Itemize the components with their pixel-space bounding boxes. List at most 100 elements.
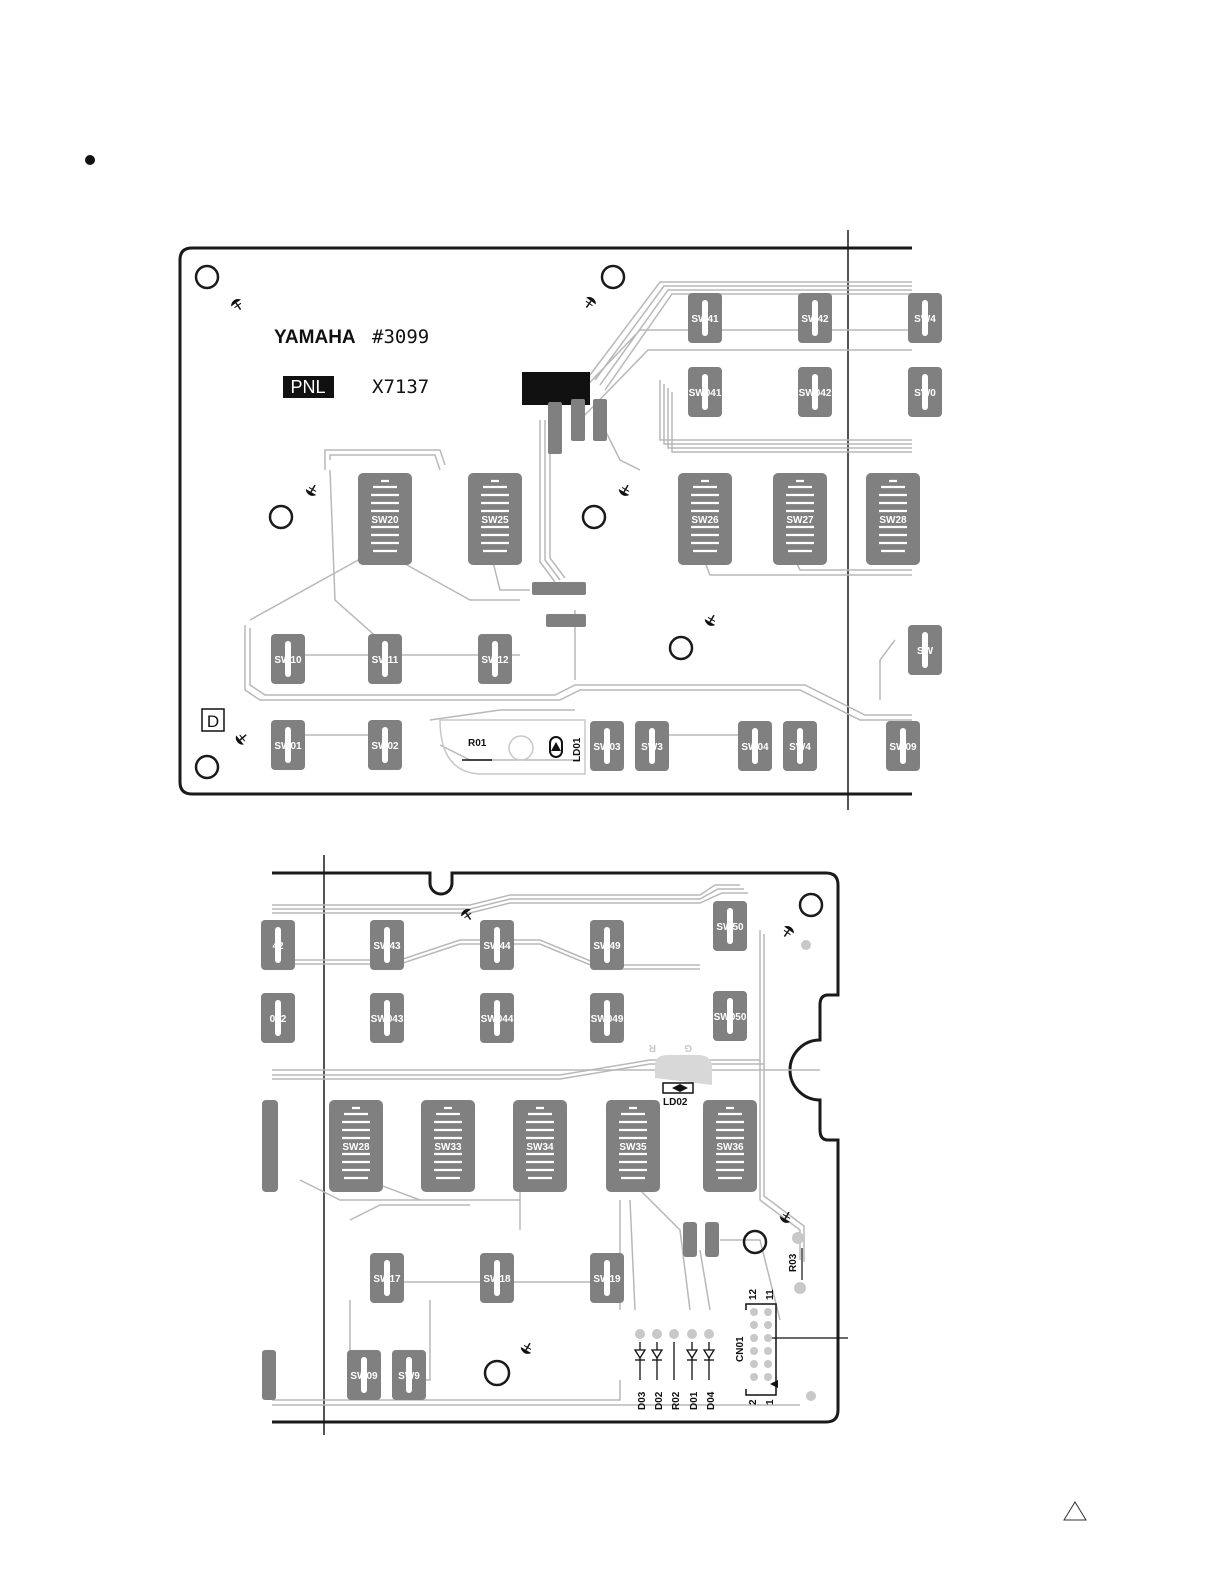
bullet-dot — [85, 155, 95, 165]
switch-pad-large: SW34 — [513, 1100, 567, 1192]
svg-text:SW35: SW35 — [619, 1142, 647, 1153]
switch-pad: SW11 — [368, 634, 402, 684]
svg-text:SW4: SW4 — [789, 742, 811, 753]
switch-pad-large: SW36 — [703, 1100, 757, 1192]
svg-text:SW4: SW4 — [914, 314, 936, 325]
diode-d02-label: D02 — [654, 1391, 665, 1410]
screw-icon — [229, 297, 245, 313]
cap-pad — [683, 1222, 697, 1257]
switch-pad-large: SW27 — [773, 473, 827, 565]
connector-pin-2-label: 2 — [748, 1399, 759, 1405]
switch-pad: SW10 — [271, 634, 305, 684]
switch-pad: SW049 — [590, 993, 624, 1043]
switch-pad: SW03 — [590, 721, 624, 771]
svg-text:SW33: SW33 — [434, 1142, 462, 1153]
led-area-outline — [440, 720, 585, 774]
svg-text:SW03: SW03 — [593, 742, 621, 753]
svg-text:SW41: SW41 — [691, 314, 719, 325]
bottom-big-switches: SW28 SW33 SW34 SW35 SW36 — [262, 1100, 757, 1192]
svg-text:SW9: SW9 — [398, 1371, 420, 1382]
svg-text:SW28: SW28 — [342, 1142, 370, 1153]
resistor-r03-label: R03 — [788, 1253, 799, 1272]
svg-text:SW04: SW04 — [741, 742, 769, 753]
svg-text:SW42: SW42 — [801, 314, 829, 325]
switch-pad: 042 — [261, 993, 295, 1043]
led-ld02-footprint — [655, 1055, 712, 1085]
switch-pad-large: SW28 — [329, 1100, 383, 1192]
switch-pad: SW04 — [738, 721, 772, 771]
svg-text:SW19: SW19 — [593, 1274, 621, 1285]
screw-icon — [234, 730, 250, 747]
switch-pad-partial — [262, 1350, 276, 1400]
svg-text:SW18: SW18 — [483, 1274, 511, 1285]
led-ld02-label: LD02 — [663, 1097, 688, 1108]
ic-pad — [593, 399, 607, 441]
board-type-label: PNL — [290, 377, 325, 397]
diode-icon — [635, 1342, 714, 1380]
svg-text:SW36: SW36 — [716, 1142, 744, 1153]
svg-text:SW042: SW042 — [799, 388, 832, 399]
cap-pad — [705, 1222, 719, 1257]
resistor-r02-label: R02 — [671, 1391, 682, 1410]
switch-pad: SW50 — [713, 901, 747, 951]
svg-text:SW02: SW02 — [371, 741, 399, 752]
svg-text:SW050: SW050 — [714, 1012, 747, 1023]
svg-text:SW27: SW27 — [786, 515, 814, 526]
svg-text:SW26: SW26 — [691, 515, 719, 526]
screw-icon — [519, 1340, 535, 1356]
bottom-via-dots — [801, 940, 816, 1401]
switch-pad: SW044 — [480, 993, 514, 1043]
diode-d01-label: D01 — [689, 1391, 700, 1410]
connector-pin-1-label: 1 — [765, 1399, 776, 1405]
switch-pad-large: SW26 — [678, 473, 732, 565]
switch-pad-large: SW25 — [468, 473, 522, 565]
diode-d04-label: D04 — [706, 1391, 717, 1410]
switch-pad-partial — [262, 1100, 278, 1192]
led-ld02-arrow-icon — [672, 1084, 688, 1092]
switch-pad: SW01 — [271, 720, 305, 770]
diode-d03-label: D03 — [637, 1391, 648, 1410]
switch-pad: SW043 — [370, 993, 404, 1043]
switch-pad-large: SW33 — [421, 1100, 475, 1192]
svg-text:SW25: SW25 — [481, 515, 509, 526]
svg-text:SW01: SW01 — [274, 741, 302, 752]
svg-text:SW17: SW17 — [373, 1274, 401, 1285]
svg-text:SW09: SW09 — [350, 1371, 378, 1382]
svg-text:SW3: SW3 — [641, 742, 663, 753]
top-board: YAMAHA #3099 PNL X7137 SW41 SW42 SW4 SW0… — [180, 230, 942, 810]
switch-pad: SW0 — [908, 367, 942, 417]
via-dot — [792, 1232, 804, 1244]
switch-pad: SW042 — [798, 367, 832, 417]
svg-text:SW50: SW50 — [716, 922, 744, 933]
switch-pad: SW41 — [688, 293, 722, 343]
svg-text:SW44: SW44 — [483, 941, 511, 952]
screw-icon — [703, 612, 719, 628]
screw-icon — [779, 924, 795, 940]
switch-pad: SW09 — [347, 1350, 381, 1400]
ic-pad — [532, 582, 586, 595]
switch-pad-large: SW28 — [866, 473, 920, 565]
svg-text:SW11: SW11 — [372, 655, 399, 666]
switch-pad: SW09 — [886, 721, 920, 771]
switch-pad: SW3 — [635, 721, 669, 771]
switch-pad: SW17 — [370, 1253, 404, 1303]
switch-pad: SW44 — [480, 920, 514, 970]
connector-pin-12-label: 12 — [748, 1288, 759, 1300]
switch-pad: 42 — [261, 920, 295, 970]
switch-pad: SW4 — [783, 721, 817, 771]
switch-pad: SW43 — [370, 920, 404, 970]
switch-pad: SW041 — [688, 367, 722, 417]
switch-pad: SW02 — [368, 720, 402, 770]
svg-text:SW10: SW10 — [274, 655, 302, 666]
switch-pad: SW42 — [798, 293, 832, 343]
led-footprint-icon — [509, 736, 533, 760]
switch-pad-large: SW20 — [358, 473, 412, 565]
brand-label: YAMAHA — [274, 327, 356, 348]
resistor-r01-label: R01 — [468, 738, 487, 749]
ic-pad — [546, 614, 586, 627]
svg-text:SW: SW — [917, 646, 934, 657]
board-number-label: #3099 — [372, 326, 429, 348]
via-dot — [794, 1282, 806, 1294]
connector-pin-11-label: 11 — [765, 1289, 776, 1300]
